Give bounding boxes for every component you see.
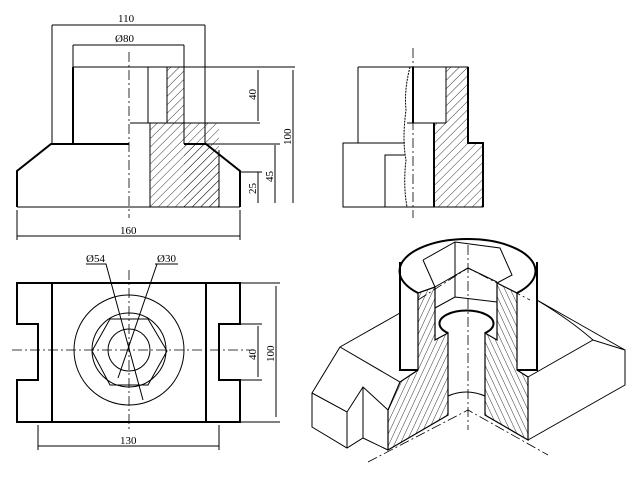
dim-130: 130 [120,435,137,447]
dim-dia-30: Ø30 [157,253,176,265]
dim-160: 160 [120,225,137,237]
dim-100: 100 [282,128,294,145]
dim-45: 45 [264,171,276,183]
dim-25: 25 [247,183,259,195]
dim-slot-40: 40 [247,349,259,361]
dim-dia-54: Ø54 [86,253,105,265]
top-view: Ø54 Ø30 40 100 130 [12,253,280,450]
dim-110: 110 [118,13,135,25]
isometric-view [311,238,626,463]
side-view [342,48,484,218]
dim-40: 40 [247,89,259,101]
dim-dia-80: Ø80 [115,33,134,45]
front-view: 110 Ø80 40 100 45 25 160 [16,13,295,240]
dim-depth-100: 100 [265,345,277,362]
